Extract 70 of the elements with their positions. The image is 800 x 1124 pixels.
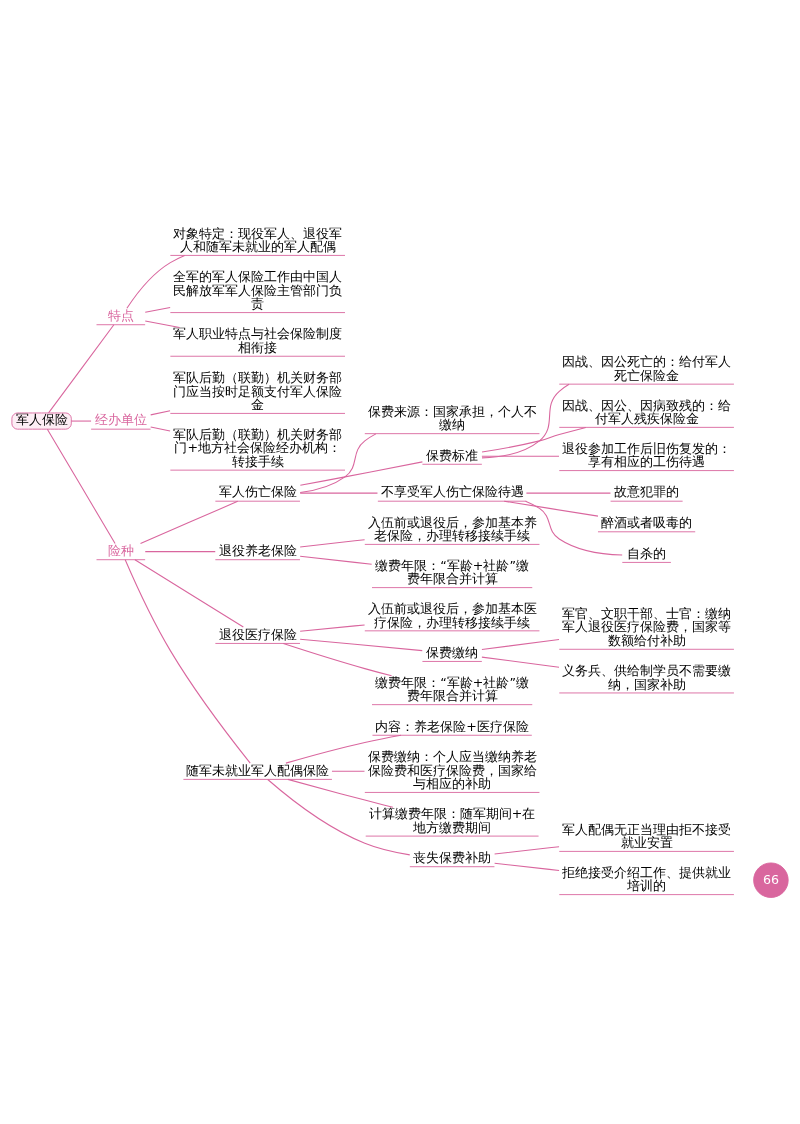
label: 66 bbox=[762, 871, 779, 887]
connector bbox=[144, 320, 181, 328]
node-text: 故意犯罪的 bbox=[614, 484, 680, 500]
node-text: 入伍前或退役后，参加基本医疗保险，办理转移接续手续 bbox=[367, 601, 537, 630]
node-text: 保费标准 bbox=[426, 447, 479, 463]
node-text: 内容：养老保险+医疗保险 bbox=[375, 718, 529, 734]
node-text: 对象特定：现役军人、退役军人和随军未就业的军人配偶 bbox=[173, 225, 343, 255]
connector bbox=[481, 455, 560, 457]
node-text: 随军未就业军人配偶保险 bbox=[186, 762, 330, 778]
connector bbox=[494, 862, 560, 872]
connector bbox=[525, 492, 611, 494]
connector bbox=[494, 846, 560, 855]
node-text: 特点 bbox=[107, 307, 134, 323]
node-text: 退役养老保险 bbox=[218, 542, 297, 558]
connector bbox=[134, 559, 244, 628]
node-text: 计算缴费年限：随军期间+在地方缴费期间 bbox=[368, 806, 536, 835]
connector bbox=[285, 734, 402, 764]
node-text: 醉酒或者吸毒的 bbox=[601, 515, 693, 531]
node-text: 义务兵、供给制学员不需要缴纳，国家补助 bbox=[562, 663, 732, 692]
node-text: 退役医疗保险 bbox=[218, 626, 297, 642]
connector bbox=[282, 643, 393, 677]
node-text: 经办单位 bbox=[94, 412, 147, 428]
connector bbox=[331, 770, 366, 772]
node-text: 军官、文职干部、士官：缴纳军人退役医疗保险费，国家等数额给付补助 bbox=[562, 605, 732, 648]
connector bbox=[144, 551, 216, 553]
node-text: 军人职业特点与社会保险制度相衔接 bbox=[173, 326, 343, 355]
node-text: 拒绝接受介绍工作、提供就业培训的 bbox=[562, 864, 732, 894]
node-text: 保费缴纳 bbox=[426, 644, 479, 660]
connector bbox=[481, 638, 560, 651]
node-text: 险种 bbox=[107, 542, 134, 558]
node-text: 缴费年限：“军龄+社龄”缴费年限合并计算 bbox=[375, 674, 529, 704]
node-text: 因战、因公死亡的：给付军人死亡保险金 bbox=[562, 354, 732, 383]
node-text: 全军的军人保险工作由中国人民解放军军人保险主管部门负责 bbox=[173, 269, 343, 312]
connector bbox=[150, 410, 171, 416]
connector bbox=[267, 778, 411, 856]
connector bbox=[150, 426, 171, 432]
connector bbox=[70, 420, 92, 422]
connector bbox=[481, 656, 560, 668]
connector bbox=[48, 324, 115, 414]
connector bbox=[144, 307, 171, 313]
connector bbox=[126, 254, 186, 309]
connector bbox=[299, 638, 423, 652]
node-text: 保费来源：国家承担，个人不缴纳 bbox=[367, 403, 537, 433]
connector bbox=[46, 428, 116, 544]
connector bbox=[525, 500, 623, 556]
connector bbox=[481, 383, 570, 459]
node-text: 缴费年限：“军龄+社龄”缴费年限合并计算 bbox=[375, 557, 529, 587]
connector bbox=[503, 500, 599, 517]
connector bbox=[299, 555, 373, 565]
connector bbox=[299, 492, 379, 494]
node-text: 军人伤亡保险 bbox=[218, 484, 297, 500]
node-text: 保费缴纳：个人应当缴纳养老保险费和医疗保险费，国家给与相应的补助 bbox=[367, 749, 537, 792]
connector bbox=[481, 426, 587, 453]
node-text: 不享受军人伤亡保险待遇 bbox=[380, 484, 524, 500]
node-box: 军人保险 bbox=[11, 412, 72, 430]
node-text: 军人配偶无正当理由拒不接受就业安置 bbox=[562, 821, 732, 851]
connector bbox=[299, 433, 377, 494]
node-text: 军队后勤（联勤）机关财务部门应当按时足额支付军人保险金 bbox=[173, 370, 343, 413]
connector bbox=[124, 559, 251, 764]
node-text: 丧失保费补助 bbox=[413, 849, 492, 865]
node-text: 入伍前或退役后，参加基本养老保险，办理转移接续手续 bbox=[367, 514, 537, 544]
node-text: 军队后勤（联勤）机关财务部门+地方社会保险经办机构：转接手续 bbox=[173, 426, 343, 469]
connector bbox=[299, 461, 423, 486]
node-text: 退役参加工作后旧伤复发的：享有相应的工伤待遇 bbox=[562, 440, 732, 470]
node-text: 自杀的 bbox=[627, 545, 667, 561]
connector bbox=[287, 778, 394, 808]
connector bbox=[299, 624, 366, 632]
node-text: 因战、因公、因病致残的：给付军人残疾保险金 bbox=[562, 397, 732, 427]
connector bbox=[299, 539, 366, 548]
connector bbox=[139, 500, 239, 544]
